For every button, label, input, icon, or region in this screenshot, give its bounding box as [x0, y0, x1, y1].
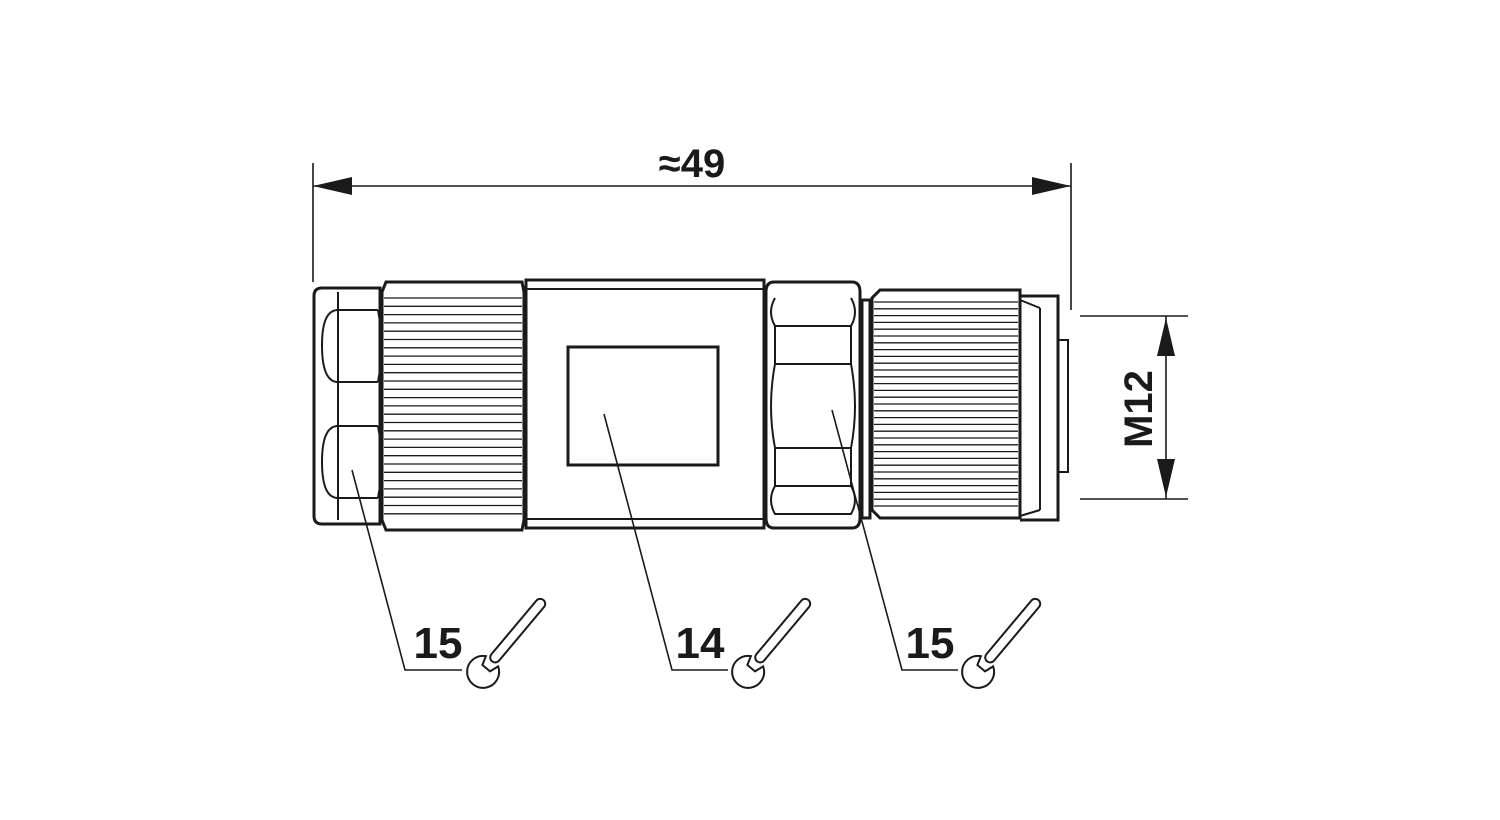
callout-left-nut: 15 [351, 469, 547, 689]
left-knurled-ring [380, 280, 526, 532]
length-dimension: ≈49 [312, 142, 1072, 310]
housing-label-window [566, 345, 720, 467]
wrench-icon [961, 597, 1042, 689]
connector-body [312, 278, 1069, 532]
callout-size-label: 15 [414, 619, 463, 668]
callout-size-label: 14 [676, 619, 725, 668]
thread-arrow-top [1157, 318, 1175, 356]
wrench-icon [466, 597, 547, 689]
callout-housing: 14 [603, 413, 812, 689]
thread-dimension-label: M12 [1117, 370, 1161, 448]
right-coupling-nut [860, 288, 1069, 522]
dim-arrow-right [1032, 177, 1071, 195]
thread-arrow-bottom [1157, 459, 1175, 497]
right-hex-nut [764, 280, 862, 530]
thread-dimension: M12 [1080, 315, 1188, 500]
callout-right-nut: 15 [831, 409, 1042, 689]
wrench-icon [731, 597, 812, 689]
central-housing [524, 278, 766, 530]
left-cable-nut [312, 286, 383, 526]
dim-arrow-left [313, 177, 352, 195]
length-dimension-label: ≈49 [659, 142, 725, 186]
callout-size-label: 15 [906, 619, 955, 668]
